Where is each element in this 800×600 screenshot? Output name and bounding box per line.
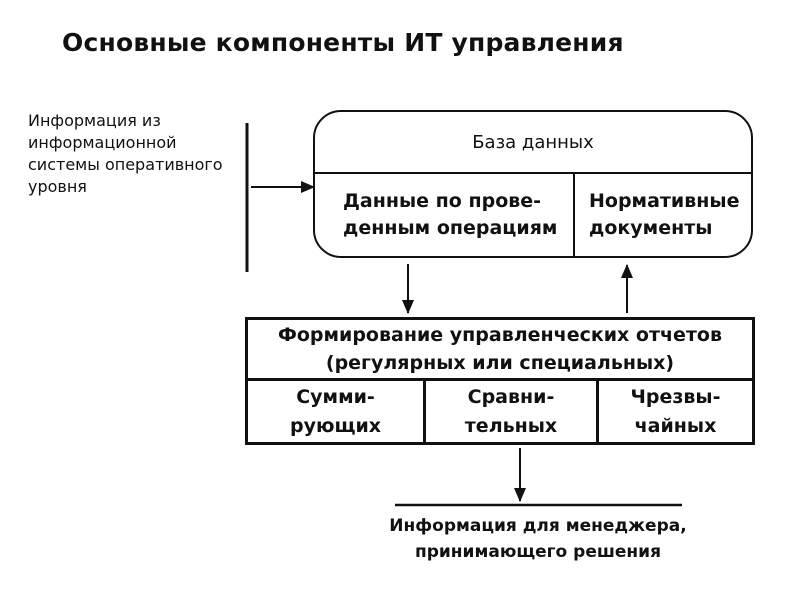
source-note-line: Информация из [28,111,161,130]
source-note-line: информационной [28,133,177,152]
database-cell-line: Данные по прове- [343,190,542,212]
database-cell-operations: Данные по прове- денным операциям [315,174,573,256]
reports-cell-line: Сравни- [467,385,555,408]
database-cell-normative: Нормативные документы [573,174,751,256]
output-note: Информация для менеджера, принимающего р… [382,513,694,565]
reports-box: Формирование управленческих отчетов (рег… [245,317,755,445]
reports-cell-line: тельных [464,414,558,437]
reports-cell-comparative: Сравни- тельных [423,381,596,442]
output-note-line: Информация для менеджера, [389,516,687,536]
database-box-row: Данные по прове- денным операциям Нормат… [315,174,751,256]
reports-cell-line: рующих [289,414,382,437]
slide-title: Основные компоненты ИТ управления [62,28,624,57]
reports-cell-summary: Сумми- рующих [248,381,423,442]
reports-cell-line: чайных [634,414,717,437]
database-cell-line: Нормативные [589,190,740,212]
reports-box-row: Сумми- рующих Сравни- тельных Чрезвы- ча… [248,381,752,442]
reports-header-line: Формирование управленческих отчетов [277,324,723,346]
reports-cell-line: Сумми- [296,385,375,408]
database-box-header: База данных [315,112,751,174]
source-note: Информация из информационной системы опе… [28,110,223,198]
reports-header-line: (регулярных или специальных) [325,352,675,374]
source-note-line: системы оперативного [28,155,223,174]
source-note-line: уровня [28,177,87,196]
reports-box-header: Формирование управленческих отчетов (рег… [248,320,752,381]
reports-cell-line: Чрезвы- [630,385,721,408]
database-cell-line: документы [589,217,713,239]
database-box: База данных Данные по прове- денным опер… [313,110,753,258]
database-cell-line: денным операциям [343,217,558,239]
output-note-line: принимающего решения [414,542,662,562]
reports-cell-emergency: Чрезвы- чайных [596,381,752,442]
